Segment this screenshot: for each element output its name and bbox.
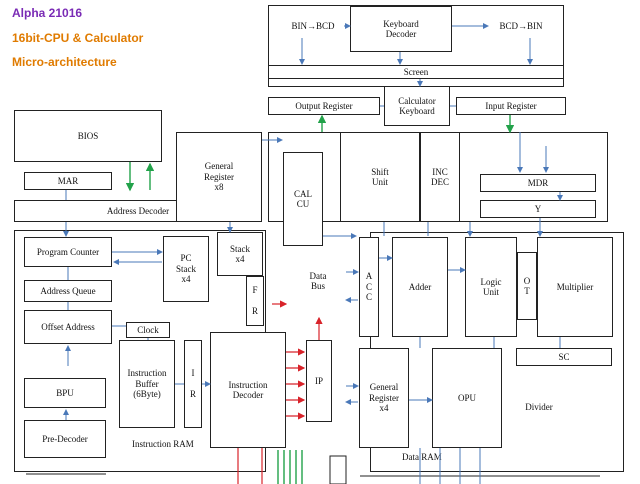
general-register-x4-block: General Register x4	[359, 348, 409, 448]
y-block: Y	[480, 200, 596, 218]
shift-unit-block: Shift Unit	[340, 132, 420, 222]
bios-block: BIOS	[14, 110, 162, 162]
adder-block: Adder	[392, 237, 448, 337]
diagram-title: Alpha 21016	[12, 6, 83, 20]
logic-unit-block: Logic Unit	[465, 237, 517, 337]
general-register-x8-block: General Register x8	[176, 132, 262, 222]
cal-cu-block: CAL CU	[283, 152, 323, 246]
instruction-ram-label: Instruction RAM	[132, 439, 194, 449]
pc-stack-block: PC Stack x4	[163, 236, 209, 302]
red-wires	[237, 300, 323, 484]
mdr-block: MDR	[480, 174, 596, 192]
screen-block: Screen	[268, 65, 564, 79]
instruction-decoder-block: Instruction Decoder	[210, 332, 286, 448]
bottom-stubs	[26, 455, 600, 484]
sc-block: SC	[516, 348, 612, 366]
multiplier-block: Multiplier	[537, 237, 613, 337]
data-bus-label: Data Bus	[309, 270, 327, 291]
address-queue-block: Address Queue	[24, 280, 112, 302]
bpu-block: BPU	[24, 378, 106, 408]
stack-x4-block: Stack x4	[217, 232, 263, 276]
mar-block: MAR	[24, 172, 112, 190]
data-ram-label: Data RAM	[402, 452, 442, 462]
diagram-subtitle: 16bit-CPU & Calculator	[12, 31, 144, 45]
bcd-bin-label: BCD→BIN	[499, 20, 543, 31]
program-counter-block: Program Counter	[24, 237, 112, 267]
offset-address-block: Offset Address	[24, 310, 112, 344]
input-register-block: Input Register	[456, 97, 566, 115]
ot-block: O T	[517, 252, 537, 320]
inc-dec-block: INC DEC	[420, 132, 460, 222]
acc-block: A C C	[359, 237, 379, 337]
divider-label: Divider	[525, 401, 553, 412]
opu-block: OPU	[432, 348, 502, 448]
pre-decoder-block: Pre-Decoder	[24, 420, 106, 458]
ir-block: I R	[184, 340, 202, 428]
instruction-buffer-block: Instruction Buffer (6Byte)	[119, 340, 175, 428]
clock-block: Clock	[126, 322, 170, 338]
control-wires	[63, 137, 561, 420]
ip-block: IP	[306, 340, 332, 422]
diagram-caption: Micro-architecture	[12, 55, 117, 69]
io-wires	[299, 23, 563, 237]
fr-block: F R	[246, 276, 264, 326]
output-register-block: Output Register	[268, 97, 380, 115]
bin-bcd-label: BIN→BCD	[291, 20, 335, 31]
bottom-blue-wires	[419, 448, 481, 484]
green-wires	[125, 114, 515, 484]
calculator-keyboard-block: Calculator Keyboard	[384, 86, 450, 126]
keyboard-decoder-block: Keyboard Decoder	[350, 6, 452, 52]
